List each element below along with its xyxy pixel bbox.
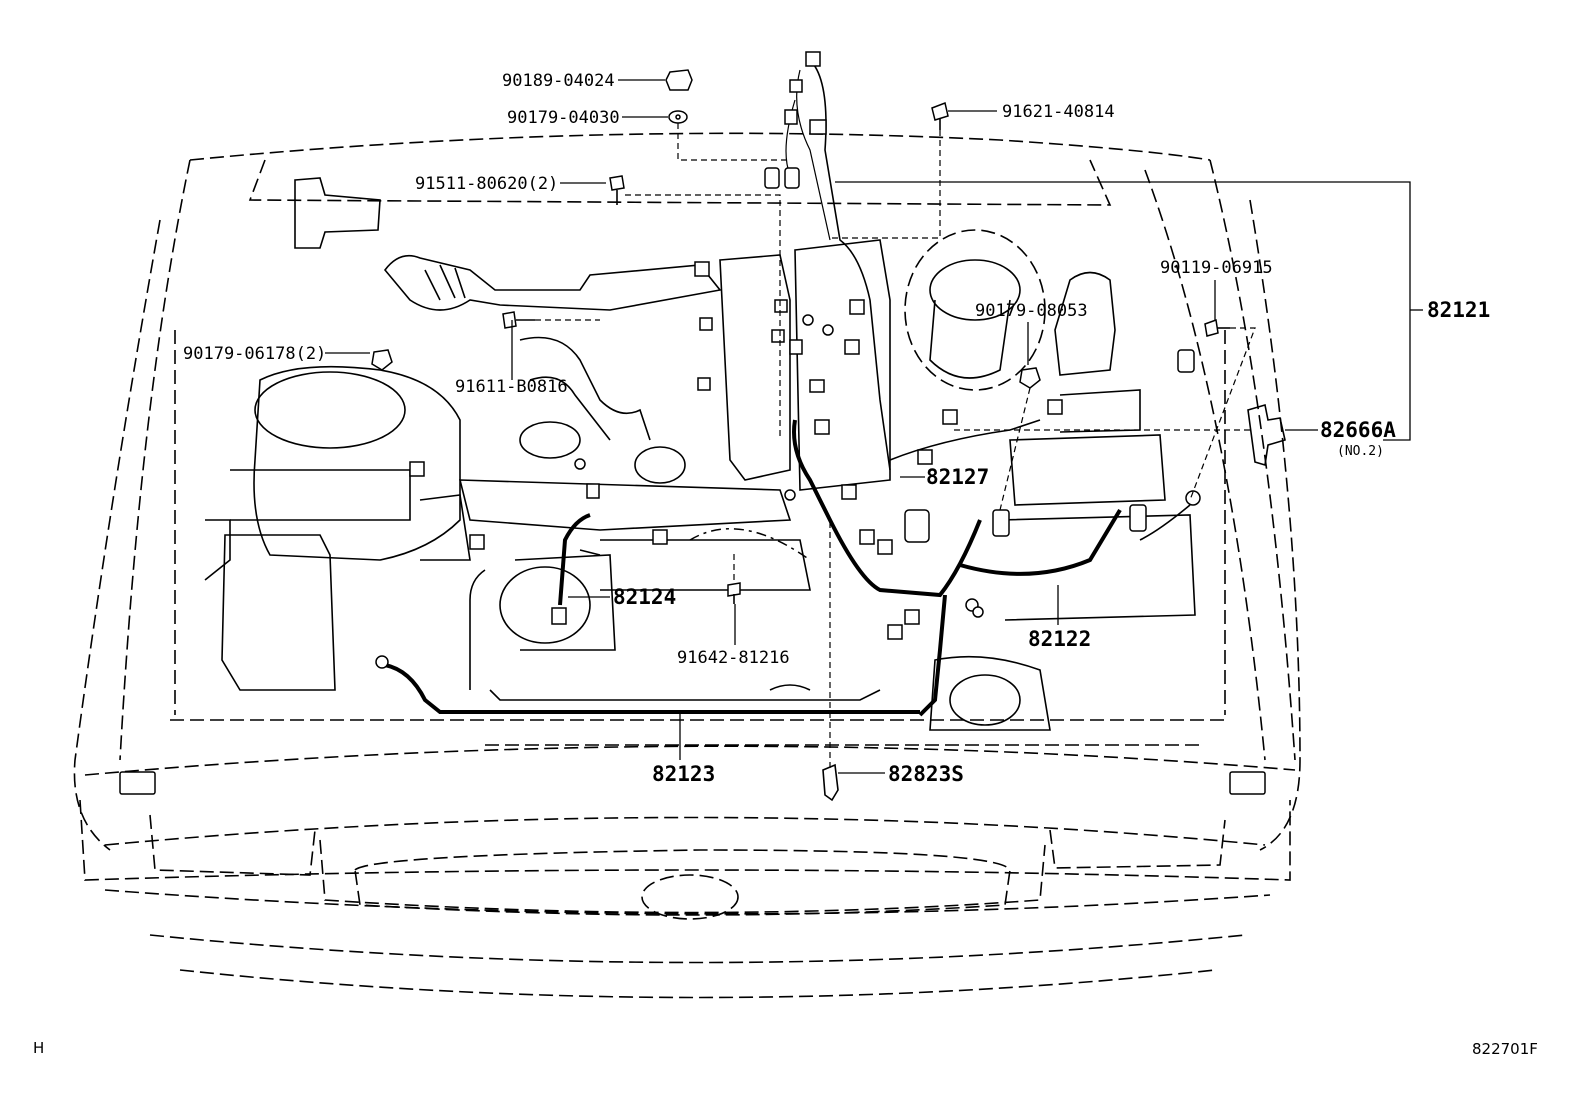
part-label-90119-06915[interactable]: 90119-06915: [1160, 258, 1273, 278]
part-label-82122[interactable]: 82122: [1028, 627, 1091, 651]
bolt-icon: [727, 582, 741, 604]
part-label-82666A[interactable]: 82666A: [1320, 418, 1396, 442]
part-label-90179-06178[interactable]: 90179-06178(2): [183, 344, 326, 364]
part-label-90179-04030[interactable]: 90179-04030: [507, 108, 620, 128]
part-label-90179-08053[interactable]: 90179-08053: [975, 301, 1088, 321]
part-label-82127[interactable]: 82127: [926, 465, 989, 489]
figure-code: 822701F: [1472, 1040, 1538, 1058]
part-label-91642-81216[interactable]: 91642-81216: [677, 648, 790, 668]
part-label-82121[interactable]: 82121: [1427, 298, 1490, 322]
part-label-91621-40814[interactable]: 91621-40814: [1002, 102, 1115, 122]
leader-lines: [325, 79, 1423, 774]
nut-icon: [668, 110, 688, 124]
nut-icon: [1019, 367, 1041, 389]
part-label-91611-B0816[interactable]: 91611-B0816: [455, 377, 568, 397]
part-label-91511-80620[interactable]: 91511-80620(2): [415, 174, 558, 194]
bolt-icon: [502, 311, 535, 329]
part-labels: 90189-04024 90179-04030 91621-40814 9151…: [183, 71, 1490, 786]
part-label-82666A-qualifier: (NO.2): [1337, 444, 1384, 459]
part-label-82823S[interactable]: 82823S: [888, 762, 964, 786]
vehicle-body-outline: [73, 132, 1301, 999]
bolt-icon: [1204, 318, 1230, 337]
engine-components: [119, 177, 1286, 802]
nut-icon: [371, 349, 393, 371]
page-mark: H: [33, 1039, 44, 1057]
bolt-icon: [931, 101, 949, 130]
wiring-harnesses: [375, 51, 1201, 717]
fasteners: [371, 69, 1230, 618]
bolt-icon: [609, 175, 625, 205]
grommet-icon: [665, 69, 693, 91]
part-label-82124[interactable]: 82124: [613, 585, 676, 609]
part-label-90189-04024[interactable]: 90189-04024: [502, 71, 615, 91]
part-label-82123[interactable]: 82123: [652, 762, 715, 786]
